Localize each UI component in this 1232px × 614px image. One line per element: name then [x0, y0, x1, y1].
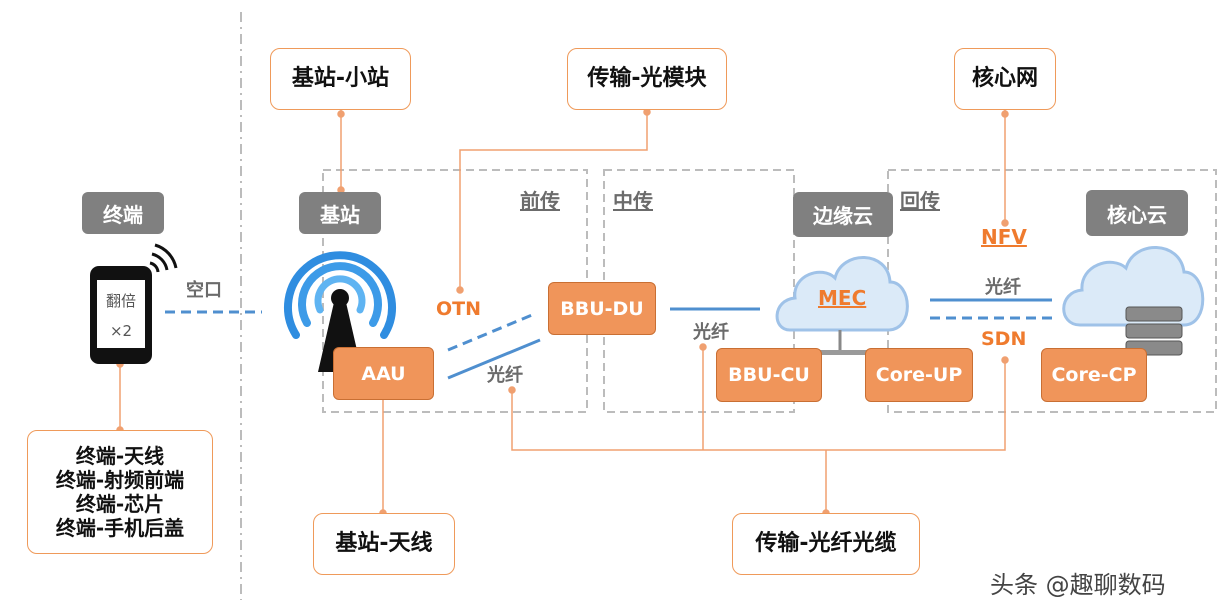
- section-midhaul: 中传: [613, 189, 653, 213]
- label-fiber-mid: 光纤: [693, 322, 729, 343]
- label-mec: MEC: [818, 286, 867, 310]
- section-fronthaul: 前传: [520, 189, 560, 213]
- terminal-list-item: 终端-射频前端: [55, 468, 185, 492]
- box-core-network: 核心网: [954, 48, 1056, 110]
- phone-text-1: 翻倍: [105, 292, 136, 310]
- box-transport-module: 传输-光模块: [567, 48, 727, 110]
- box-base-small: 基站-小站: [270, 48, 411, 110]
- box-base-antenna: 基站-天线: [313, 513, 455, 575]
- node-bbu-cu: BBU-CU: [716, 348, 822, 402]
- terminal-list-box: 终端-天线 终端-射频前端 终端-芯片 终端-手机后盖: [27, 430, 213, 554]
- section-backhaul: 回传: [900, 189, 940, 213]
- terminal-list-item: 终端-芯片: [75, 492, 165, 516]
- label-fiber-back: 光纤: [985, 277, 1021, 298]
- node-core-cp: Core-CP: [1041, 348, 1147, 402]
- watermark: 头条 @趣聊数码: [990, 571, 1166, 599]
- phone-text-2: ×2: [109, 322, 133, 340]
- label-terminal: 终端: [82, 192, 164, 234]
- phone-icon: [90, 243, 178, 364]
- node-bbu-du: BBU-DU: [548, 282, 656, 335]
- terminal-list-item: 终端-天线: [75, 444, 165, 468]
- label-core-cloud: 核心云: [1086, 190, 1188, 236]
- node-core-up: Core-UP: [865, 348, 973, 402]
- label-air: 空口: [186, 280, 222, 301]
- box-transport-fiber: 传输-光纤光缆: [732, 513, 920, 575]
- label-edge-cloud: 边缘云: [793, 192, 893, 237]
- edge-cloud-icon: [775, 256, 909, 355]
- label-nfv: NFV: [981, 225, 1027, 249]
- label-otn: OTN: [436, 298, 482, 320]
- node-aau: AAU: [333, 347, 434, 400]
- label-sdn: SDN: [981, 328, 1027, 350]
- label-fiber-front: 光纤: [487, 365, 523, 386]
- core-cloud-icon: [1062, 246, 1205, 356]
- label-base-station: 基站: [299, 192, 381, 234]
- terminal-list-item: 终端-手机后盖: [55, 516, 185, 540]
